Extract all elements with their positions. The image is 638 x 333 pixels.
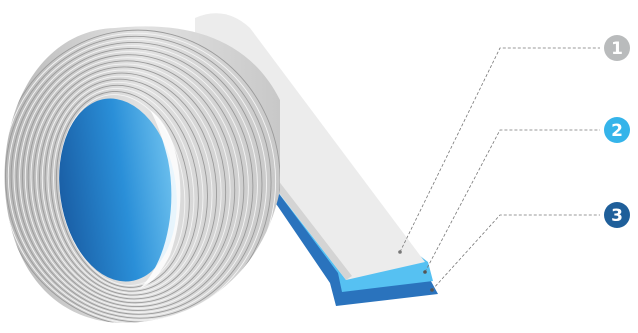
callout-number-3: 3 [611,206,623,226]
callout-1: 1 [604,35,630,61]
leader-line-2 [425,130,600,272]
leader-line-3 [432,215,600,290]
leader-dot-2 [423,270,427,274]
callout-number-2: 2 [611,121,623,141]
callout-number-1: 1 [611,39,623,59]
leader-line-1 [400,48,600,252]
leader-dot-3 [430,288,434,292]
leader-dot-1 [398,250,402,254]
callout-3: 3 [604,202,630,228]
callout-2: 2 [604,117,630,143]
leader-lines [400,48,600,290]
